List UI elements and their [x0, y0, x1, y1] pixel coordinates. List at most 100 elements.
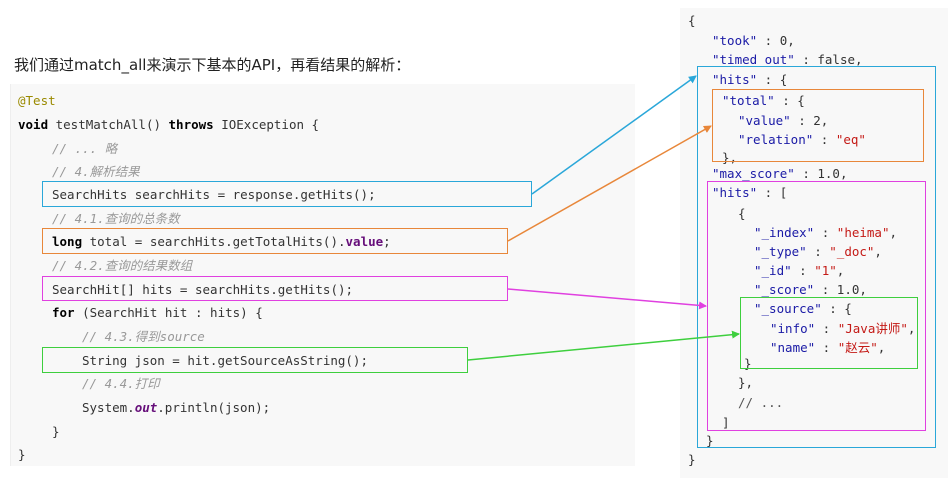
json-timed-key: "timed_out" — [712, 52, 795, 67]
code-line-print: System.out.println(json); — [82, 399, 270, 417]
json-info-key: "info" — [770, 321, 816, 336]
code-annotation: @Test — [18, 93, 56, 108]
json-took-value: : 0, — [757, 33, 795, 48]
json-open: { — [688, 13, 696, 28]
keyword-void: void — [18, 117, 49, 132]
json-index-comma: , — [889, 225, 898, 240]
json-obj-close: }, — [738, 375, 754, 390]
code-comment-source: // 4.3.得到source — [82, 329, 205, 344]
code-comment-parse: // 4.解析结果 — [52, 164, 140, 179]
json-id: "_id" : "1", — [754, 262, 844, 280]
json-type-comma: , — [874, 244, 882, 259]
print-suffix: .println(json); — [157, 400, 271, 415]
json-source: "_source" : { — [754, 300, 852, 318]
code-close-method: } — [18, 447, 26, 462]
json-name-comma: , — [877, 340, 886, 355]
code-comment-omitted: // ... 略 — [52, 141, 118, 156]
code-comment-print: // 4.4.打印 — [82, 376, 160, 391]
code-line-total: long total = searchHits.getTotalHits().v… — [52, 233, 391, 251]
json-hits-close: } — [706, 433, 714, 448]
json-total-key: "total" — [722, 93, 775, 108]
json-hits: "hits" : { — [712, 71, 787, 89]
json-id-sep: : — [791, 263, 815, 278]
json-obj-open: { — [738, 206, 746, 221]
json-max-score: "max_score" : 1.0, — [712, 165, 847, 183]
json-score-val: : 1.0, — [814, 282, 867, 297]
keyword-for: for — [52, 305, 75, 320]
arrow-searchhits-to-hits — [531, 75, 697, 195]
code-line-searchhits: SearchHits searchHits = response.getHits… — [52, 187, 376, 202]
json-ellipsis: // ... — [738, 395, 784, 410]
json-info-comma: , — [907, 321, 916, 336]
code-method-line: void testMatchAll() throws IOException { — [18, 116, 319, 134]
json-panel — [680, 8, 948, 478]
json-array-close: ] — [722, 415, 730, 430]
json-id-key: "_id" — [754, 263, 792, 278]
json-value-key: "value" — [738, 113, 791, 128]
json-source-open: : { — [821, 301, 852, 316]
code-comment-total: // 4.1.查询的总条数 — [52, 211, 180, 226]
json-index: "_index" : "heima", — [754, 224, 897, 242]
json-relation-val: "eq" — [835, 132, 866, 147]
json-index-key: "_index" — [754, 225, 815, 240]
json-source-close: } — [744, 356, 752, 371]
method-tail: IOException { — [213, 117, 320, 132]
page-heading: 我们通过match_all来演示下基本的API，再看结果的解析： — [14, 56, 411, 74]
json-value-val: : 2, — [790, 113, 829, 128]
json-type-key: "_type" — [754, 244, 807, 259]
json-hits2-key: "hits" — [712, 185, 758, 200]
json-type-val: "_doc" — [829, 244, 875, 259]
json-info-sep: : — [815, 321, 838, 336]
for-tail: (SearchHit hit : hits) { — [74, 305, 263, 320]
keyword-throws: throws — [168, 117, 214, 132]
json-index-sep: : — [814, 225, 837, 240]
json-index-val: "heima" — [836, 225, 890, 240]
arrow-hits-array-to-hits — [507, 288, 707, 310]
json-hits-key: "hits" — [712, 72, 758, 87]
json-info: "info" : "Java讲师", — [770, 320, 915, 338]
json-value: "value" : 2, — [738, 112, 828, 130]
json-type-sep: : — [806, 244, 830, 259]
json-took: "took" : 0, — [712, 32, 795, 50]
json-relation: "relation" : "eq" — [738, 131, 866, 149]
json-type: "_type" : "_doc", — [754, 243, 882, 261]
json-source-key: "_source" — [754, 301, 822, 316]
json-score-key: "_score" — [754, 282, 815, 297]
json-max-val: : 1.0, — [794, 166, 848, 181]
out-field: out — [134, 400, 158, 415]
json-total-open: : { — [774, 93, 805, 108]
arrow-json-to-source — [467, 330, 740, 361]
code-comment-array: // 4.2.查询的结果数组 — [52, 258, 193, 273]
keyword-long: long — [52, 234, 83, 249]
json-info-val: "Java讲师" — [837, 321, 908, 336]
json-took-key: "took" — [712, 33, 758, 48]
json-hits-open: : { — [757, 72, 788, 87]
total-expression: total = searchHits.getTotalHits(). — [82, 234, 346, 249]
json-hits-array: "hits" : [ — [712, 184, 787, 202]
json-total: "total" : { — [722, 92, 805, 110]
json-timed-out: "timed_out" : false, — [712, 51, 863, 69]
json-id-comma: , — [836, 263, 845, 278]
semicolon: ; — [383, 234, 391, 249]
json-close: } — [688, 452, 696, 467]
code-line-for: for (SearchHit hit : hits) { — [52, 304, 263, 322]
json-relation-sep: : — [813, 132, 836, 147]
json-hits2-open: : [ — [757, 185, 788, 200]
json-name-val: "赵云" — [837, 340, 878, 355]
code-line-hits-array: SearchHit[] hits = searchHits.getHits(); — [52, 282, 354, 297]
code-panel — [10, 84, 635, 466]
print-prefix: System. — [82, 400, 135, 415]
json-name-key: "name" — [770, 340, 816, 355]
json-name-sep: : — [815, 340, 838, 355]
code-line-json: String json = hit.getSourceAsString(); — [82, 353, 368, 368]
arrow-total-to-total — [507, 125, 712, 242]
json-score: "_score" : 1.0, — [754, 281, 867, 299]
json-max-key: "max_score" — [712, 166, 795, 181]
json-timed-value: : false, — [794, 52, 863, 67]
value-field: value — [345, 234, 384, 249]
json-id-val: "1" — [814, 263, 837, 278]
code-close-for: } — [52, 424, 60, 439]
json-name: "name" : "赵云", — [770, 339, 885, 357]
method-signature: testMatchAll() — [48, 117, 169, 132]
json-relation-key: "relation" — [738, 132, 814, 147]
